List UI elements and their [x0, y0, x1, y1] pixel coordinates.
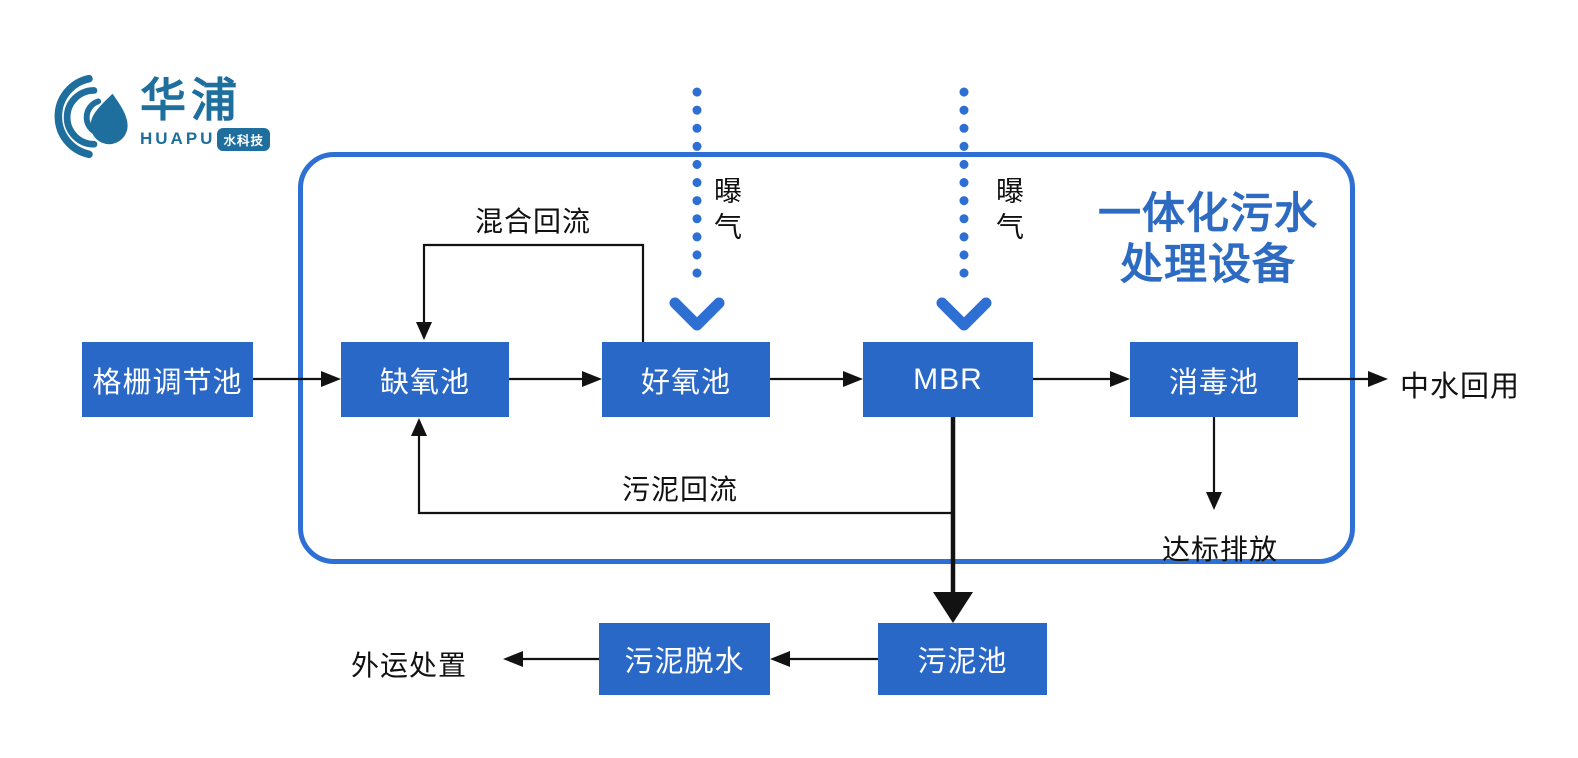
- node-label: 格栅调节池: [92, 366, 243, 399]
- arrow-mbr-to-sludge-tank: [933, 417, 973, 623]
- chevron-down-icon: [669, 297, 725, 331]
- arrowhead: [1110, 371, 1130, 387]
- node-label: 消毒池: [1168, 366, 1259, 399]
- aeration-arrow-right: [936, 87, 992, 331]
- arrow-sludge-to-dewatering: [770, 651, 878, 667]
- logo-text: 华浦 HUAPU 水科技: [140, 74, 270, 151]
- label-sludge-reflux: 污泥回流: [621, 474, 738, 505]
- node-label: 污泥池: [917, 646, 1008, 678]
- diagram-title: 一体化污水 处理设备: [1088, 190, 1328, 291]
- arrowhead: [1206, 492, 1222, 510]
- node-sludge-dewatering: 污泥脱水: [599, 623, 770, 695]
- arrow-mixed-reflux: [416, 243, 645, 342]
- arrowhead: [843, 371, 863, 387]
- logo-name-en: HUAPU: [140, 129, 216, 149]
- label-standard-discharge: 达标排放: [1161, 534, 1278, 565]
- arrow-sludge-reflux: [411, 418, 953, 515]
- arrowhead: [770, 651, 790, 667]
- diagram-title-line1: 一体化污水: [1098, 191, 1318, 238]
- label-reclaimed-water-reuse: 中水回用: [1400, 371, 1521, 403]
- node-label: 缺氧池: [379, 366, 470, 399]
- logo-subline: HUAPU 水科技: [140, 127, 270, 151]
- label-aeration-right: 曝气: [993, 176, 1024, 248]
- arrow-anoxic-to-aerobic: [509, 371, 602, 387]
- label-aeration-left: 曝气: [711, 176, 742, 248]
- arrow-disinfection-to-discharge: [1206, 417, 1222, 510]
- arrowhead: [1368, 371, 1388, 387]
- diagram-title-line2: 处理设备: [1120, 241, 1296, 289]
- arrowhead: [933, 592, 973, 623]
- label-offsite-disposal: 外运处置: [350, 650, 467, 681]
- water-drop-icon: [54, 74, 128, 159]
- arrow-grid-to-anoxic: [253, 371, 341, 387]
- huapu-logo: 华浦 HUAPU 水科技: [52, 74, 270, 164]
- node-anoxic-tank: 缺氧池: [341, 342, 509, 417]
- arrowhead: [503, 651, 523, 667]
- arrow-aerobic-to-mbr: [770, 371, 863, 387]
- node-label: MBR: [913, 362, 983, 396]
- arrow-disinfection-to-reuse: [1298, 371, 1388, 387]
- node-sludge-tank: 污泥池: [878, 623, 1047, 695]
- equipment-boundary-frame: [298, 152, 1355, 564]
- logo-name-cn: 华浦: [140, 74, 242, 126]
- label-mixed-reflux: 混合回流: [474, 206, 591, 237]
- logo-badge: 水科技: [217, 127, 270, 151]
- arrow-mbr-to-disinfection: [1033, 371, 1130, 387]
- node-mbr: MBR: [863, 342, 1033, 417]
- arrowhead: [411, 418, 427, 436]
- chevron-down-icon: [936, 297, 992, 331]
- arrowhead: [321, 371, 341, 387]
- node-label: 好氧池: [640, 366, 731, 399]
- node-disinfection-tank: 消毒池: [1130, 342, 1298, 417]
- aeration-arrow-left: [669, 87, 725, 331]
- arrow-dewatering-to-disposal: [503, 651, 599, 667]
- arrowhead: [582, 371, 602, 387]
- node-aerobic-tank: 好氧池: [602, 342, 770, 417]
- node-grid-adjustment-tank: 格栅调节池: [82, 342, 253, 417]
- node-label: 污泥脱水: [624, 646, 745, 678]
- arrowhead: [416, 322, 432, 340]
